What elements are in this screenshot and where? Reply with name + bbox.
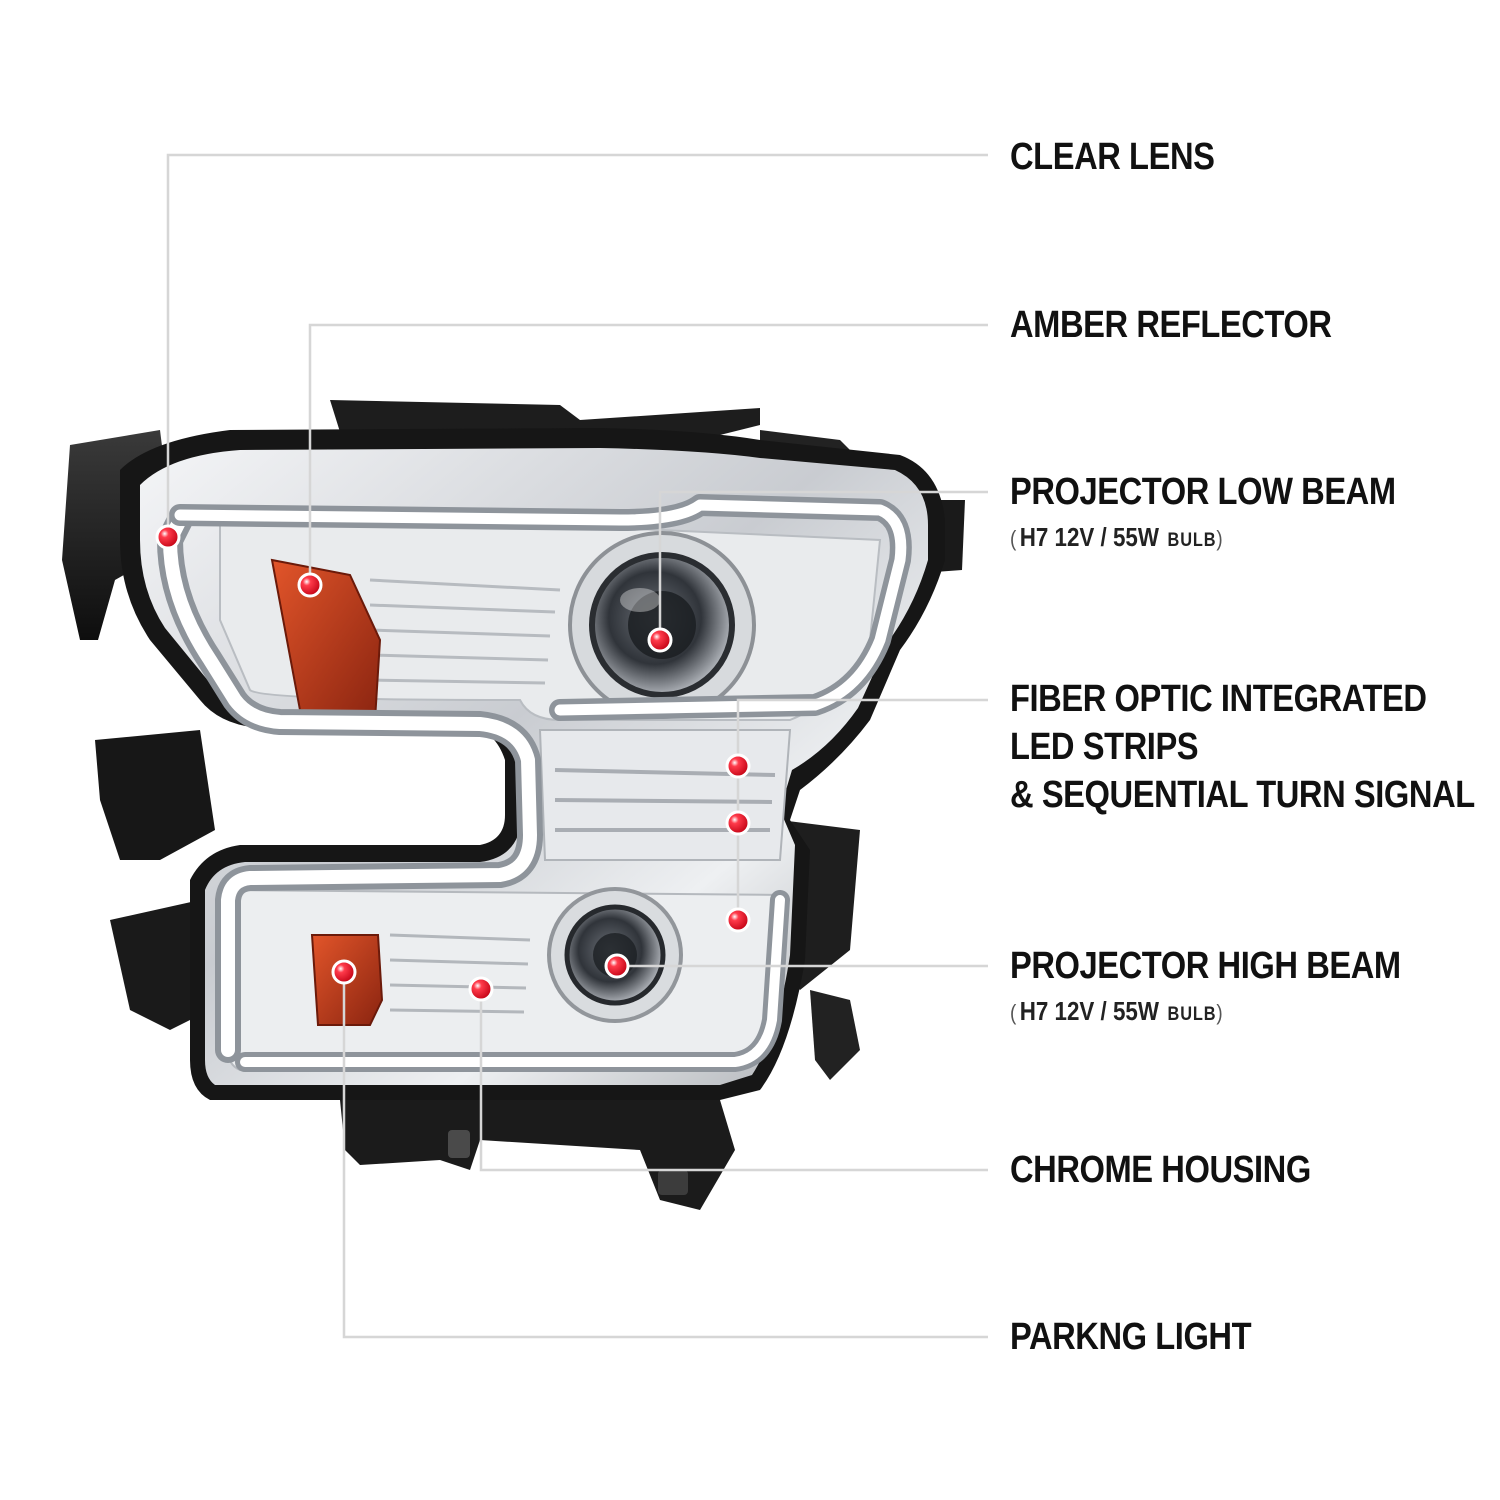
spec-projector-low-beam: (H7 12V / 55W BULB) (1010, 522, 1223, 556)
spec-close-paren: ) (1216, 1000, 1223, 1025)
leader-low-beam (658, 490, 988, 640)
label-fiber-optic-line-3: & SEQUENTIAL TURN SIGNAL (1010, 774, 1475, 816)
marker-led-strip-3 (725, 907, 751, 933)
leader-amber-reflector (308, 323, 988, 585)
label-parking-light: PARKNG LIGHT (1010, 1316, 1252, 1358)
spec-bulb-unit: BULB (1167, 530, 1217, 551)
marker-led-strip-1 (725, 753, 751, 779)
leader-lines (166, 153, 988, 1339)
upper-chamber (219, 508, 882, 722)
led-light-bar (157, 494, 912, 1072)
leader-fiber-optic (736, 698, 988, 920)
marker-high-beam (604, 953, 630, 979)
leader-parking-light (342, 972, 988, 1339)
spec-close-paren: ) (1216, 526, 1223, 551)
marker-amber-reflector (297, 572, 323, 598)
spec-bulb-value: H7 12V / 55W (1019, 522, 1159, 552)
label-projector-high-beam: PROJECTOR HIGH BEAM (1010, 945, 1401, 987)
callout-markers (155, 524, 751, 1002)
lower-chamber (223, 887, 787, 1071)
label-amber-reflector: AMBER REFLECTOR (1010, 304, 1332, 346)
spec-open-paren: ( (1010, 526, 1017, 551)
spec-open-paren: ( (1010, 1000, 1017, 1025)
spec-bulb-value: H7 12V / 55W (1019, 996, 1159, 1026)
marker-clear-lens (155, 524, 181, 550)
label-chrome-housing: CHROME HOUSING (1010, 1149, 1311, 1191)
middle-chamber (538, 729, 792, 861)
leader-chrome-housing (479, 989, 988, 1172)
label-fiber-optic-line-2: LED STRIPS (1010, 726, 1199, 768)
label-clear-lens: CLEAR LENS (1010, 136, 1215, 178)
label-fiber-optic-line-1: FIBER OPTIC INTEGRATED (1010, 678, 1427, 720)
spec-bulb-unit: BULB (1167, 1004, 1217, 1025)
amber-reflector-upper (270, 558, 382, 722)
marker-chrome-housing (468, 976, 494, 1002)
marker-led-strip-2 (725, 810, 751, 836)
marker-low-beam (647, 627, 673, 653)
spec-projector-high-beam: (H7 12V / 55W BULB) (1010, 996, 1223, 1030)
label-projector-low-beam: PROJECTOR LOW BEAM (1010, 471, 1396, 513)
marker-parking-light (331, 959, 357, 985)
leader-clear-lens (166, 153, 988, 537)
